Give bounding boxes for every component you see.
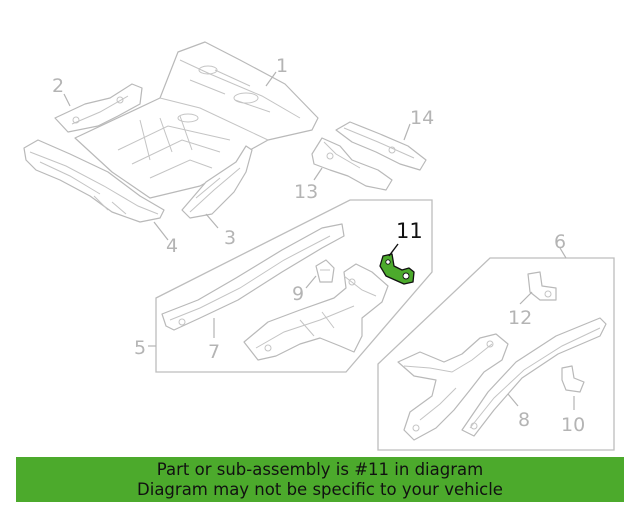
callout-13: 13 — [294, 181, 318, 203]
part-11-highlighted-bracket — [379, 253, 415, 285]
callout-10: 10 — [561, 414, 585, 436]
part-3-cross-member — [181, 145, 253, 219]
callout-9: 9 — [292, 283, 304, 305]
callout-4: 4 — [166, 235, 178, 257]
callout-6: 6 — [554, 231, 566, 253]
banner-line-2: Diagram may not be specific to your vehi… — [137, 479, 503, 499]
part-info-banner: Part or sub-assembly is #11 in diagram D… — [16, 457, 624, 502]
part-2-bracket — [54, 83, 143, 133]
part-10-bracket — [561, 365, 585, 393]
part-7-rail — [161, 223, 345, 331]
parts-diagram: 1 2 3 4 5 6 7 8 9 10 11 12 13 14 — [23, 41, 615, 451]
callout-5: 5 — [134, 337, 146, 359]
callout-3: 3 — [224, 227, 236, 249]
callout-14: 14 — [410, 107, 434, 129]
part-13-bracket — [311, 137, 393, 191]
frame-assembly-left — [243, 263, 389, 361]
callout-12: 12 — [508, 307, 532, 329]
callout-2: 2 — [52, 75, 64, 97]
callout-11-highlighted: 11 — [396, 219, 423, 243]
part-8-rail — [461, 317, 607, 437]
banner-line-1: Part or sub-assembly is #11 in diagram — [156, 459, 484, 479]
part-1-rear-floor-pan — [74, 41, 319, 199]
part-14-bracket — [335, 121, 427, 171]
callout-1: 1 — [276, 55, 288, 77]
group-box-6 — [377, 257, 615, 451]
part-4-side-rail — [23, 139, 165, 223]
callout-8: 8 — [518, 409, 530, 431]
part-12-bracket — [527, 271, 557, 301]
group-box-5 — [155, 199, 433, 373]
frame-assembly-right — [397, 333, 509, 441]
callout-7: 7 — [208, 341, 220, 363]
part-9-bracket — [315, 259, 335, 283]
leader-lines — [63, 71, 575, 410]
